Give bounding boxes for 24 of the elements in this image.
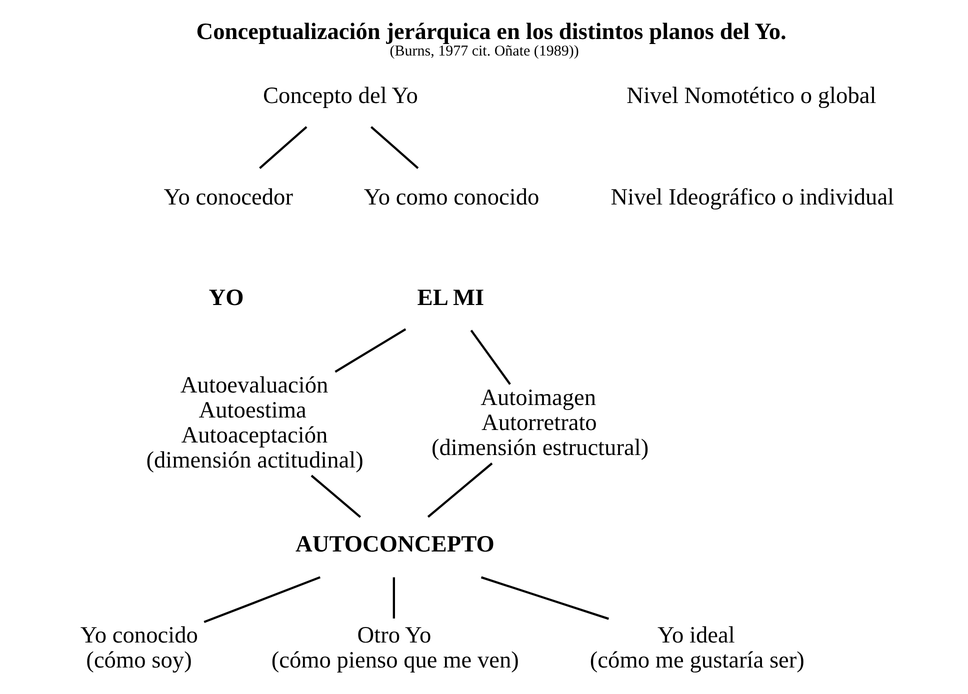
connector xyxy=(427,462,493,518)
label: Nivel Nomotético o global xyxy=(626,82,876,109)
node-text: Concepto del Yo xyxy=(262,82,418,109)
node-text: EL MI xyxy=(417,284,484,311)
connector xyxy=(310,474,362,518)
node-text: AUTOCONCEPTO xyxy=(296,532,494,558)
connector xyxy=(204,576,321,624)
diagram-title: Conceptualización jerárquica en los distintos planos del Yo. xyxy=(196,18,786,45)
connector xyxy=(392,577,396,618)
connector xyxy=(334,328,406,373)
connector xyxy=(480,576,610,620)
node-text: Yo como conocido xyxy=(364,184,540,211)
node-text: Yo ideal (cómo me gustaría ser) xyxy=(590,622,804,674)
caption: (Burns, 1977 cit. Oñate (1989)) xyxy=(390,43,579,60)
connector xyxy=(370,126,419,169)
label: YO xyxy=(208,284,244,311)
node-text: Yo conocido (cómo soy) xyxy=(80,622,198,674)
node-text: Autoevaluación Autoestima Autoaceptación (dimensión actitudinal) xyxy=(146,372,364,474)
node-text: Otro Yo (cómo pienso que me ven) xyxy=(271,622,519,674)
node-text: Autoimagen Autorretrato (dimensión estructural) xyxy=(431,384,649,461)
label: Nivel Ideográfico o individual xyxy=(610,184,894,211)
node-text: Yo conocedor xyxy=(164,184,293,211)
connector xyxy=(259,126,308,169)
connector xyxy=(470,330,511,385)
